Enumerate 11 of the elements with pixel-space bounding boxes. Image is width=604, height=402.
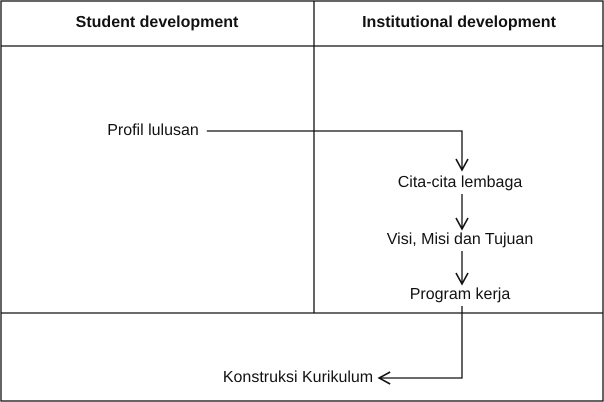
step-text: Profil lulusan (107, 121, 199, 141)
step-text: Konstruksi Kurikulum (222, 368, 374, 388)
arrow (455, 194, 469, 230)
column-header: Institutional development (362, 13, 556, 33)
step-text: Visi, Misi dan Tujuan (386, 230, 534, 250)
arrow (206, 130, 469, 171)
column-header: Student development (76, 13, 238, 33)
arrow (378, 306, 463, 385)
step-text: Cita-cita lembaga (398, 173, 522, 193)
arrow (455, 251, 469, 285)
step-text: Program kerja (410, 285, 510, 305)
